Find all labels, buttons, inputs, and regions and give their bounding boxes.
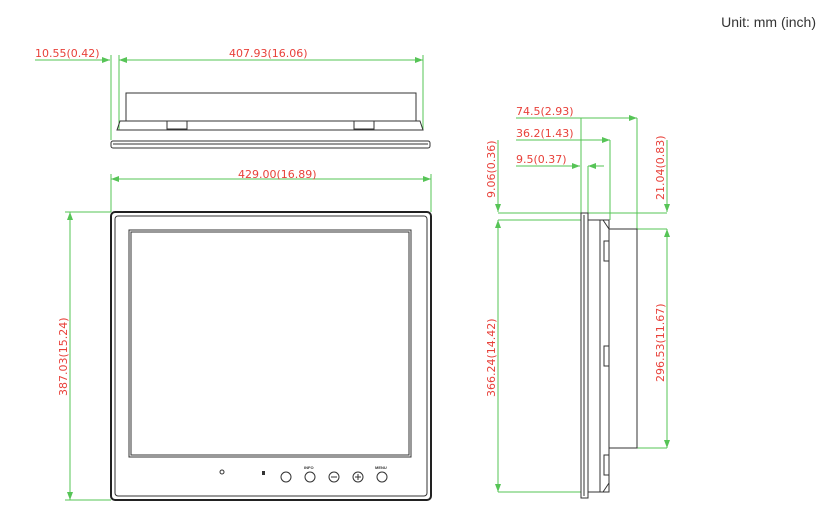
menu-button[interactable] [376, 471, 388, 483]
info-button[interactable] [304, 471, 316, 483]
plus-button[interactable] [352, 471, 364, 483]
front-height-label: 387.03(15.24) [57, 317, 70, 396]
total-depth-label: 74.5(2.93) [516, 105, 574, 118]
minus-button[interactable] [328, 471, 340, 483]
front-depth-label: 9.5(0.37) [516, 153, 567, 166]
menu-label: MENU [375, 465, 387, 470]
rear-offset-label: 21.04(0.83) [654, 135, 667, 200]
sensor-icon [262, 471, 265, 475]
top-view: 10.55(0.42) 407.93(16.06) 429.00(16.89) [35, 47, 432, 212]
bezel-depth-label: 10.55(0.42) [35, 47, 100, 60]
front-offset-label: 9.06(0.36) [485, 140, 498, 198]
rear-width-label: 407.93(16.06) [229, 47, 308, 60]
info-label: INFO [304, 465, 314, 470]
power-led-icon [219, 469, 225, 475]
source-button[interactable] [280, 471, 292, 483]
front-view: 387.03(15.24) INFO MENU [57, 211, 432, 501]
front-width-label: 429.00(16.89) [238, 168, 317, 181]
rear-height-label: 296.53(11.67) [654, 303, 667, 382]
unit-label: Unit: mm (inch) [721, 14, 816, 30]
mid-height-label: 366.24(14.42) [485, 318, 498, 397]
mid-depth-label: 36.2(1.43) [516, 127, 574, 140]
side-view: 74.5(2.93) 36.2(1.43) 9.5(0.37) 9.06(0.3… [485, 105, 670, 499]
